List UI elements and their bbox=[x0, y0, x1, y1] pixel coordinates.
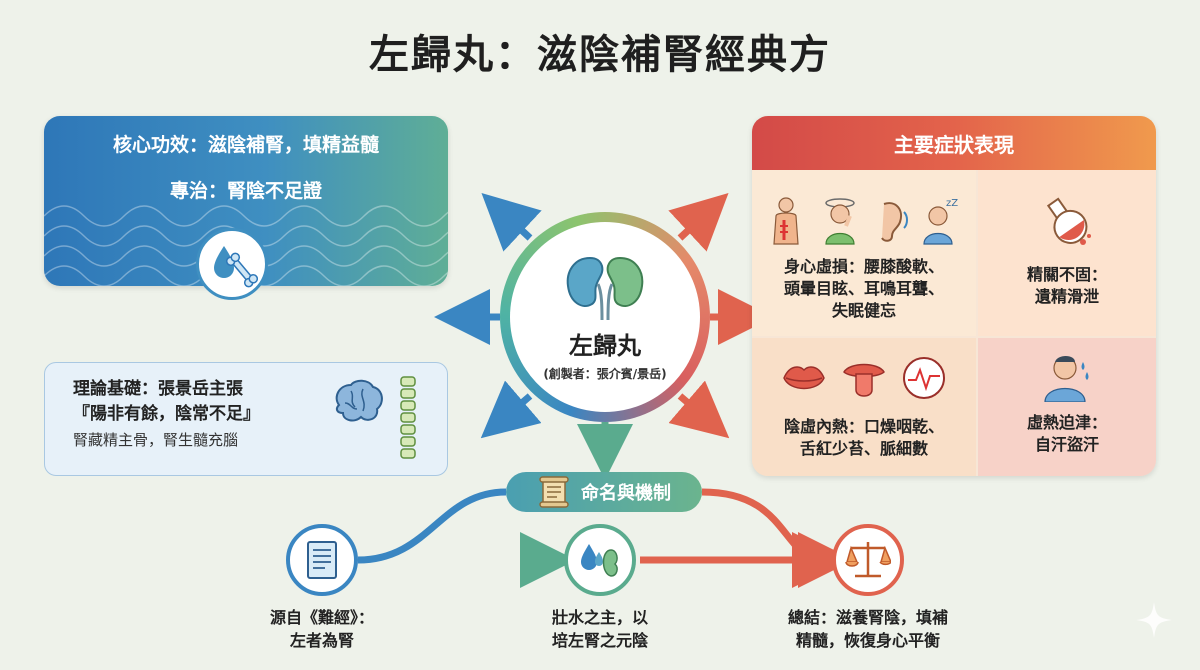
brain-icon bbox=[335, 379, 383, 422]
dizzy-icon bbox=[825, 198, 855, 245]
kidneys-icon bbox=[566, 256, 644, 321]
symptom-seminal-line-2: 遺精滑泄 bbox=[1034, 287, 1099, 306]
theory-line-1: 理論基礎：張景岳主張 bbox=[73, 379, 243, 399]
lips-icon bbox=[783, 366, 825, 390]
balance-scale-icon bbox=[845, 542, 891, 578]
symptom-physical-line-1: 身心虛損：腰膝酸軟、 bbox=[783, 257, 944, 276]
symptom-sweat-line-2: 自汗盜汗 bbox=[1034, 435, 1099, 454]
formula-author: (創製者：張介賓/景岳) bbox=[543, 367, 667, 381]
theory-line-3: 腎藏精主骨，腎生髓充腦 bbox=[73, 431, 239, 449]
symptom-text-internal-heat: 陰虛內熱：口燥咽乾、 舌紅少苔、脈細數 bbox=[784, 416, 944, 460]
symptom-cell-physical: zZ 身心虛損：腰膝酸軟、 頭暈目眩、耳鳴耳聾、 失眠健忘 bbox=[752, 170, 976, 336]
core-effect-heading: 核心功效：滋陰補腎，填精益髓 bbox=[112, 133, 379, 156]
naming-label: 命名與機制 bbox=[581, 483, 671, 504]
node-origin bbox=[286, 524, 358, 596]
symptom-text-sweating: 虛熱迫津： 自汗盜汗 bbox=[1027, 412, 1107, 456]
core-effect-card: 核心功效：滋陰補腎，填精益髓 專治：腎陰不足證 bbox=[44, 116, 448, 286]
water-drop-bone-icon bbox=[196, 228, 268, 300]
symptom-cell-sweating: 虛熱迫津： 自汗盜汗 bbox=[978, 338, 1156, 476]
symptom-text-physical: 身心虛損：腰膝酸軟、 頭暈目眩、耳鳴耳聾、 失眠健忘 bbox=[784, 256, 944, 322]
ear-icon bbox=[881, 202, 908, 242]
naming-mechanism-banner: 命名與機制 bbox=[506, 472, 702, 512]
symptom-seminal-line-1: 精關不固： bbox=[1026, 265, 1107, 284]
core-indication: 專治：腎陰不足證 bbox=[169, 180, 322, 202]
node-origin-line-2: 左者為腎 bbox=[289, 631, 354, 650]
page-title: 左歸丸：滋陰補腎經典方 bbox=[369, 32, 831, 78]
symptom-physical-line-3: 失眠健忘 bbox=[831, 301, 896, 320]
document-icon bbox=[307, 541, 337, 579]
center-formula-circle: 左歸丸 (創製者：張介賓/景岳) bbox=[500, 212, 710, 422]
node-summary bbox=[832, 524, 904, 596]
node-summary-line-1: 總結：滋養腎陰，填補 bbox=[787, 608, 948, 627]
sparkle-icon bbox=[1136, 602, 1172, 638]
symptom-heat-line-1: 陰虛內熱：口燥咽乾、 bbox=[783, 417, 944, 436]
node-water-line-2: 培左腎之元陰 bbox=[551, 631, 648, 650]
symptom-physical-line-2: 頭暈目眩、耳鳴耳聾、 bbox=[783, 279, 944, 298]
svg-text:zZ: zZ bbox=[946, 198, 958, 209]
tongue-icon bbox=[843, 363, 885, 397]
water-kidney-icon bbox=[581, 544, 618, 577]
symptoms-heading: 主要症狀表現 bbox=[752, 116, 1156, 170]
node-water-label: 壯水之主，以 培左腎之元陰 bbox=[510, 606, 690, 652]
scroll-icon bbox=[539, 476, 569, 508]
node-water-line-1: 壯水之主，以 bbox=[551, 608, 648, 627]
node-summary-line-2: 精髓，恢復身心平衡 bbox=[795, 631, 940, 650]
symptom-sweat-line-1: 虛熱迫津： bbox=[1026, 413, 1107, 432]
flask-icon bbox=[1046, 197, 1091, 245]
node-origin-line-1: 源自《難經》： bbox=[269, 608, 374, 627]
theory-card: 理論基礎：張景岳主張 『陽非有餘，陰常不足』 腎藏精主骨，腎生髓充腦 bbox=[44, 362, 448, 476]
theory-line-2: 『陽非有餘，陰常不足』 bbox=[73, 404, 260, 424]
formula-name: 左歸丸 bbox=[569, 332, 641, 360]
pulse-icon bbox=[903, 357, 945, 399]
back-pain-icon bbox=[773, 197, 799, 245]
symptom-cell-seminal: 精關不固： 遺精滑泄 bbox=[978, 170, 1156, 336]
sweating-icon bbox=[1044, 356, 1089, 402]
symptom-icons-row: zZ bbox=[766, 194, 962, 248]
symptoms-panel: 主要症狀表現 zZ 身心 bbox=[752, 116, 1156, 476]
spine-icon bbox=[400, 376, 416, 459]
sleepy-icon: zZ bbox=[923, 198, 958, 245]
node-water bbox=[564, 524, 636, 596]
node-summary-label: 總結：滋養腎陰，填補 精髓，恢復身心平衡 bbox=[758, 606, 978, 652]
symptom-heat-line-2: 舌紅少苔、脈細數 bbox=[799, 439, 928, 458]
symptom-text-seminal: 精關不固： 遺精滑泄 bbox=[1027, 264, 1107, 308]
node-origin-label: 源自《難經》： 左者為腎 bbox=[232, 606, 412, 652]
heat-icons-row bbox=[780, 354, 948, 402]
symptom-cell-internal-heat: 陰虛內熱：口燥咽乾、 舌紅少苔、脈細數 bbox=[752, 338, 976, 476]
